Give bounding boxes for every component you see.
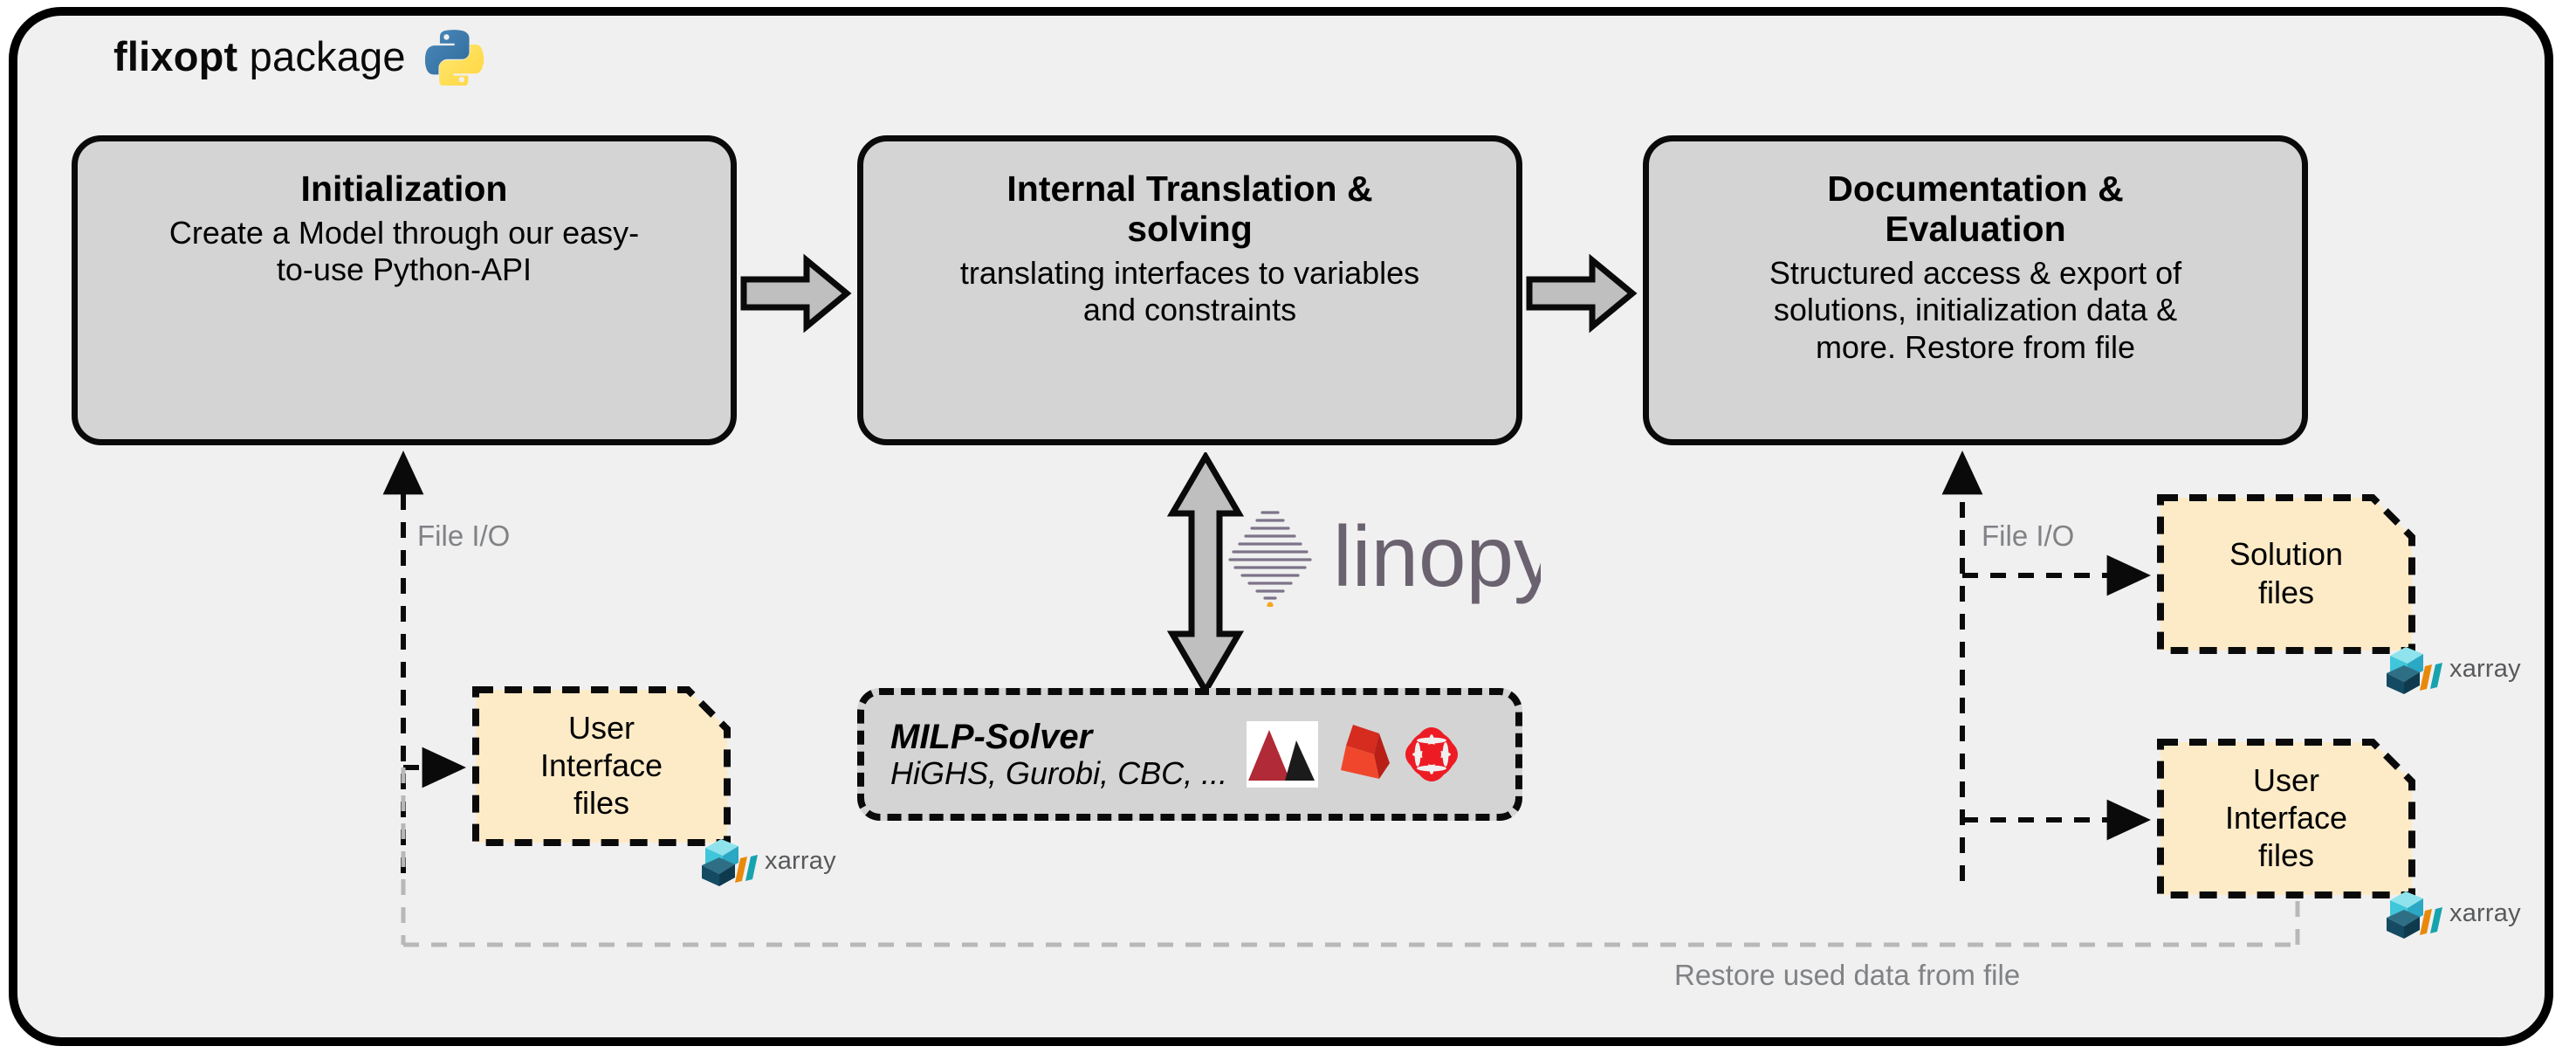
xarray-logo (702, 839, 758, 886)
file-node-user-interface-left[interactable]: User Interface files (471, 685, 732, 847)
stage-title-documentation-evaluation: Documentation & Evaluation (1827, 169, 2124, 249)
milp-solver-box[interactable]: MILP-Solver HiGHS, Gurobi, CBC, ... (857, 688, 1522, 821)
flow-arrow-translation-to-documentation (1526, 253, 1638, 334)
xarray-badge-left: xarray (698, 834, 836, 888)
diagram-header: flixopt package (113, 26, 484, 86)
cbc-logo (1405, 727, 1459, 781)
linopy-wordmark: linopy (1333, 508, 1541, 604)
document-shape-icon (2157, 739, 2415, 898)
xarray-logo (2387, 647, 2442, 694)
stage-desc-internal-translation: translating interfaces to variables and … (959, 254, 1420, 328)
connector-label-file-io-right: File I/O (1982, 520, 2075, 552)
stage-title-initialization: Initialization (300, 169, 508, 209)
flow-arrow-translation-to-milp (1166, 452, 1245, 695)
xarray-wordmark: xarray (2449, 654, 2521, 683)
stage-box-initialization[interactable]: Initialization Create a Model through ou… (72, 135, 737, 445)
page-title: flixopt package (113, 32, 406, 80)
file-node-label: User Interface files (539, 709, 663, 822)
flow-arrow-init-to-translation (740, 253, 852, 334)
xarray-logo (2387, 891, 2442, 939)
milp-solver-subtitle: HiGHS, Gurobi, CBC, ... (890, 755, 1228, 792)
highs-logo (1247, 721, 1319, 788)
file-node-label: Solution files (2229, 536, 2344, 610)
xarray-badge-solution: xarray (2383, 642, 2521, 696)
connector-label-restore: Restore used data from file (1674, 959, 2021, 991)
stage-title-internal-translation: Internal Translation & solving (1006, 169, 1373, 249)
stage-desc-initialization: Create a Model through our easy- to-use … (168, 214, 640, 288)
stage-box-documentation-evaluation[interactable]: Documentation & Evaluation Structured ac… (1643, 135, 2308, 445)
page-title-rest: package (237, 32, 406, 79)
file-node-user-interface-right[interactable]: User Interface files (2156, 738, 2416, 899)
connector-label-file-io-left: File I/O (417, 520, 511, 552)
linopy-logo: linopy (1218, 502, 1556, 609)
gurobi-logo (1341, 725, 1391, 779)
xarray-badge-user-interface-right: xarray (2383, 886, 2521, 940)
stage-desc-documentation-evaluation: Structured access & export of solutions,… (1769, 254, 2182, 365)
document-shape-icon (472, 686, 731, 846)
xarray-wordmark: xarray (2449, 898, 2521, 927)
python-logo (424, 30, 484, 86)
file-node-solution[interactable]: Solution files (2156, 493, 2416, 655)
file-node-label: User Interface files (2224, 761, 2348, 874)
stage-box-internal-translation[interactable]: Internal Translation & solving translati… (857, 135, 1522, 445)
document-shape-icon (2157, 494, 2415, 654)
page-title-bold: flixopt (113, 32, 238, 79)
xarray-wordmark: xarray (765, 846, 836, 875)
milp-solver-title: MILP-Solver (890, 718, 1093, 757)
